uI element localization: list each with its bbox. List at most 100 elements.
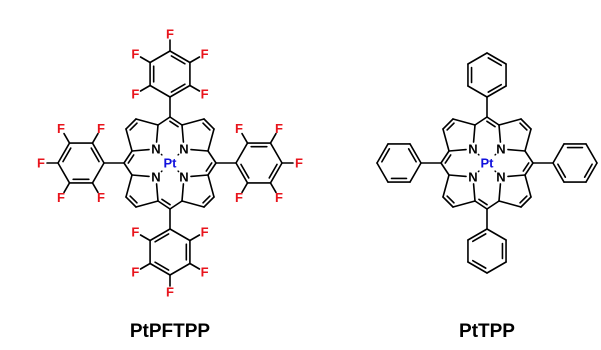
pyrrole-bond [155,124,159,143]
meso-bond [207,162,217,176]
nitrogen-label: N [151,142,160,157]
pt-n-coordination [477,153,481,157]
pyrrole-bond [524,128,532,152]
aryl-double-bond [170,83,186,93]
aryl-ring-bond [91,142,105,164]
meso-double-bond [486,120,496,128]
aryl-ring-bond [467,228,488,241]
pyrrole-bond [190,148,209,152]
aryl-ring-bond [486,52,507,65]
meso-double-bond [161,198,171,206]
pyrrole-bond [125,128,133,152]
fluorine-label: F [131,265,139,280]
fluorine-label: F [295,156,303,171]
meso-bond [486,200,500,210]
aryl-ring-bond [486,85,507,98]
aryl-double-bond [381,147,391,163]
pyrrole-bond [181,183,185,202]
aryl-double-bond [240,163,250,179]
meso-bond [486,116,500,126]
aryl-double-bond [487,83,503,93]
pyrrole-bond [131,148,150,152]
fluorine-label: F [57,121,65,136]
beta-double-bond [446,195,455,204]
pt-n-coordination [176,169,180,173]
aryl-double-bond [90,147,100,163]
fluorine-label: F [275,121,283,136]
beta-double-bond [129,195,138,204]
pyrrole-bond [442,174,450,198]
aryl-ring-bond [376,143,389,164]
meso-double-bond [522,162,530,172]
pyrrole-bond [452,200,476,208]
aryl-ring-bond [585,143,598,164]
pyrrole-bond [520,118,532,130]
beta-double-bond [202,195,211,204]
aryl-ring-bond [57,142,71,164]
c-f-bond [269,132,277,144]
aryl-ring-bond [486,228,507,241]
caption-pttpp: PtTPP [459,321,515,342]
pyrrole-bond [181,200,205,208]
aryl-double-bond [170,55,186,65]
nitrogen-label: N [496,170,505,185]
aryl-double-bond [268,163,278,179]
pyrrole-bond [520,196,532,208]
meso-bond [123,162,133,176]
aryl-double-bond [407,147,417,163]
pyrrole-bond [507,174,526,178]
meso-bond [157,116,171,126]
c-f-bond [139,84,151,92]
fluorine-label: F [37,156,45,171]
pt-n-coordination [160,153,164,157]
nitrogen-label: N [468,142,477,157]
beta-double-bond [129,122,138,131]
pyrrole-bond [203,196,215,208]
aryl-ring-bond [169,262,191,276]
pyrrole-bond [135,200,159,208]
c-f-bond [91,182,99,194]
pyrrole-bond [498,124,502,143]
pt-n-coordination [493,169,497,173]
pyrrole-bond [442,196,454,208]
meso-bond [169,116,183,126]
pyrrole-bond [190,174,209,178]
pyrrole-bond [472,124,476,143]
pyrrole-bond [507,148,526,152]
aryl-ring-bond [409,162,422,183]
platinum-label: Pt [481,156,495,171]
meso-bond [440,150,450,164]
fluorine-label: F [57,190,65,205]
pt-n-coordination [493,153,497,157]
pyrrole-bond [125,174,133,198]
aryl-ring-bond [585,162,598,183]
meso-bond [524,150,534,164]
aryl-double-bond [583,163,593,179]
pyrrole-bond [472,183,476,202]
fluorine-label: F [201,225,209,240]
meso-bond [474,200,488,210]
pyrrole-bond [155,183,159,202]
aryl-double-bond [487,57,503,67]
aryl-ring-bond [149,50,171,64]
meso-bond [474,116,488,126]
aryl-ring-bond [169,50,191,64]
meso-bond [157,200,171,210]
c-f-bond [63,182,71,194]
pyrrole-bond [125,196,137,208]
pyrrole-bond [498,183,502,202]
pt-n-coordination [477,169,481,173]
c-f-bond [241,182,249,194]
pyrrole-bond [498,200,522,208]
fluorine-label: F [201,87,209,102]
aryl-ring-bond [409,143,422,164]
fluorine-label: F [235,121,243,136]
beta-double-bond [202,122,211,131]
nitrogen-label: N [179,142,188,157]
c-f-bond [269,182,277,194]
c-f-bond [189,262,201,270]
c-f-bond [139,262,151,270]
aryl-ring-bond [486,261,507,274]
fluorine-label: F [166,27,174,42]
